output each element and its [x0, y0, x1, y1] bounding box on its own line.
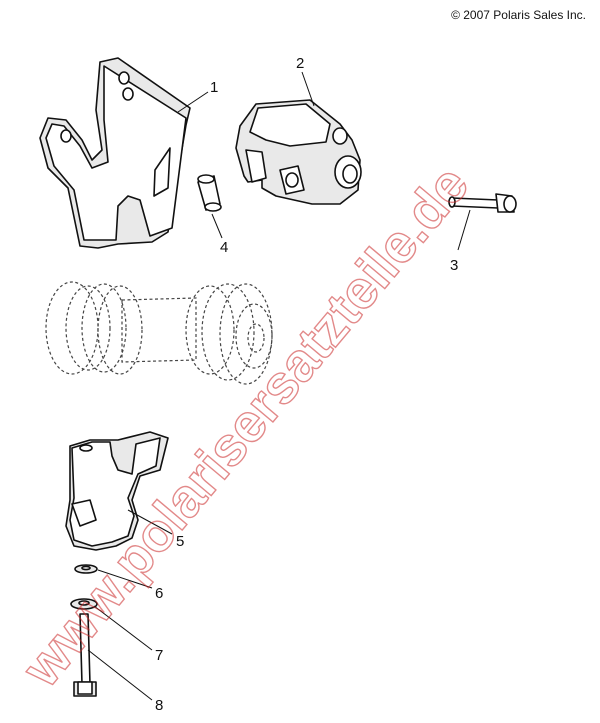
callout-1: 1 [210, 79, 218, 96]
callout-4: 4 [220, 239, 228, 256]
part-6-washer[interactable] [74, 564, 98, 574]
callout-8: 8 [155, 697, 163, 714]
part-4-bushing[interactable] [197, 174, 222, 212]
part-2-caliper[interactable] [235, 99, 362, 205]
callout-2: 2 [296, 55, 304, 72]
reference-axle-ghost [45, 281, 273, 385]
callout-6: 6 [155, 585, 163, 602]
leader-lines [87, 71, 471, 701]
part-3-bolt[interactable] [448, 193, 517, 213]
callout-5: 5 [176, 533, 184, 550]
part-5-lower-bracket[interactable] [65, 431, 169, 551]
copyright-notice: © 2007 Polaris Sales Inc. [451, 8, 586, 22]
part-8-bolt[interactable] [73, 613, 97, 697]
callout-3: 3 [450, 257, 458, 274]
callout-7: 7 [155, 647, 163, 664]
part-1-bracket[interactable] [39, 57, 191, 249]
part-7-washer[interactable] [70, 598, 98, 610]
